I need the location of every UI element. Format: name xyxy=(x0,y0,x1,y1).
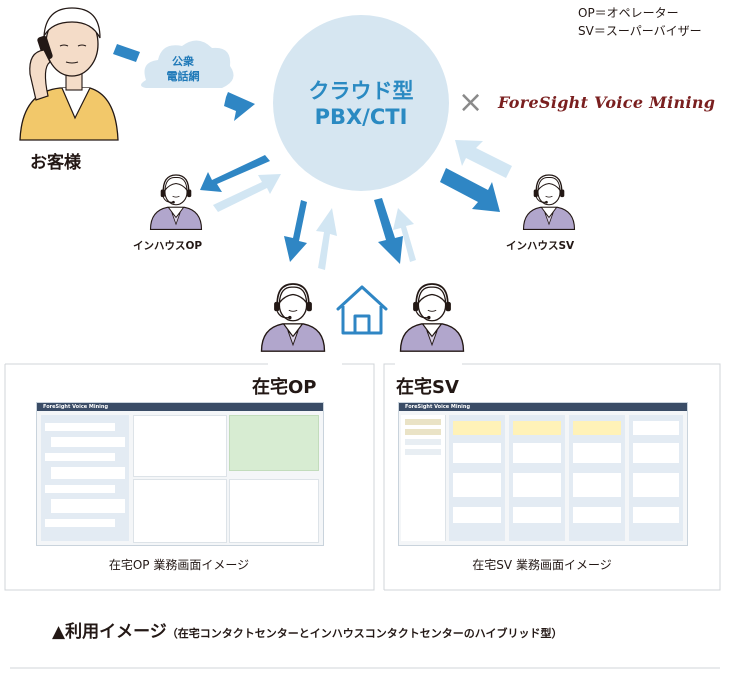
remote-sv-label: 在宅SV xyxy=(396,377,459,398)
op-screen-line xyxy=(45,453,115,461)
op-screen-app-name: ForeSight Voice Mining xyxy=(43,404,109,410)
public-network-cloud xyxy=(141,40,234,88)
sv-screen-agent-row xyxy=(405,439,441,445)
sv-screen-line xyxy=(513,443,561,463)
arrow-cloud-to-inhouse-op xyxy=(200,155,270,192)
op-screen-faq-panel xyxy=(133,479,227,543)
arrow-cloud-to-remote-sv xyxy=(374,198,403,264)
sv-screen-line xyxy=(453,443,501,463)
customer-label: お客様 xyxy=(30,153,81,173)
sv-screen-line xyxy=(633,473,679,497)
cloud-label-line2: PBX/CTI xyxy=(314,105,408,129)
footer-caption: ▲利用イメージ（在宅コンタクトセンターとインハウスコンタクトセンターのハイブリッ… xyxy=(52,617,563,642)
inhouse-sv-figure xyxy=(522,174,576,231)
legend-op: OP＝オペレーター xyxy=(578,6,679,20)
sv-screen-image: ForeSight Voice Mining xyxy=(398,402,688,546)
arrow-inhouse-sv-to-cloud xyxy=(455,140,512,178)
inhouse-op-figure xyxy=(149,174,203,231)
legend: OP＝オペレーター SV＝スーパーバイザー xyxy=(578,4,702,40)
remote-op-frame xyxy=(4,363,375,591)
arrow-customer-to-network xyxy=(113,44,255,121)
cloud-label: クラウド型 PBX/CTI xyxy=(270,78,452,130)
op-screen-memo-panel xyxy=(229,415,319,471)
brand-logo: ForeSight Voice Mining xyxy=(498,93,716,112)
remote-sv-frame xyxy=(383,363,721,591)
customer-illustration xyxy=(19,7,119,141)
arrow-cloud-to-remote-op xyxy=(284,200,307,262)
legend-sv: SV＝スーパーバイザー xyxy=(578,24,702,38)
sv-screen-line xyxy=(513,473,561,497)
arrow-cloud-to-inhouse-sv xyxy=(440,168,500,212)
footer-title: ▲利用イメージ xyxy=(52,622,167,642)
public-network-line2: 電話網 xyxy=(166,70,200,83)
op-screen-titlebar: ForeSight Voice Mining xyxy=(37,403,323,411)
sv-screen-line xyxy=(453,473,501,497)
sv-screen-line xyxy=(633,421,679,435)
cloud-label-line1: クラウド型 xyxy=(308,79,414,103)
house-icon xyxy=(336,285,388,335)
op-screen-line xyxy=(51,437,125,447)
public-network-line1: 公衆 xyxy=(172,55,194,68)
op-screen-line xyxy=(45,485,115,493)
op-screen-line xyxy=(45,519,115,527)
sv-screen-agent-list xyxy=(401,415,446,541)
remote-sv-figure xyxy=(399,283,465,353)
op-screen-answer-panel xyxy=(229,479,319,543)
sv-screen-line xyxy=(573,443,621,463)
sv-screen-agent-row xyxy=(405,429,441,435)
remote-op-label: 在宅OP xyxy=(252,377,317,398)
arrow-remote-sv-to-cloud xyxy=(393,208,416,262)
cloud-circle xyxy=(273,15,449,191)
sv-screen-line xyxy=(573,507,621,523)
inhouse-sv-label: インハウスSV xyxy=(506,240,575,252)
sv-screen-highlight xyxy=(513,421,561,435)
op-screen-info-panel xyxy=(133,415,227,477)
sv-screen-app-name: ForeSight Voice Mining xyxy=(405,404,471,410)
arrow-inhouse-op-to-cloud xyxy=(213,174,281,212)
sv-screen-titlebar: ForeSight Voice Mining xyxy=(399,403,687,411)
sv-screen-agent-row xyxy=(405,419,441,425)
cross-symbol: × xyxy=(458,85,484,120)
sv-screen-line xyxy=(513,507,561,523)
op-screen-line xyxy=(45,423,115,431)
sv-screen-highlight xyxy=(573,421,621,435)
sv-screen-line xyxy=(573,473,621,497)
public-network-label: 公衆 電話網 xyxy=(150,54,216,84)
op-screen-line xyxy=(51,499,125,513)
sv-screen-highlight xyxy=(453,421,501,435)
op-screen-line xyxy=(51,467,125,479)
op-screen-image: ForeSight Voice Mining xyxy=(36,402,324,546)
op-screen-caption: 在宅OP 業務画面イメージ xyxy=(108,558,250,572)
sv-screen-caption: 在宅SV 業務画面イメージ xyxy=(472,558,612,572)
sv-screen-agent-row xyxy=(405,449,441,455)
remote-op-figure xyxy=(260,283,326,353)
sv-screen-line xyxy=(453,507,501,523)
sv-screen-line xyxy=(633,507,679,523)
arrow-remote-op-to-cloud xyxy=(316,208,337,270)
footer-subtitle: （在宅コンタクトセンターとインハウスコンタクトセンターのハイブリッド型） xyxy=(166,627,563,640)
sv-screen-line xyxy=(633,443,679,463)
inhouse-op-label: インハウスOP xyxy=(133,240,203,252)
